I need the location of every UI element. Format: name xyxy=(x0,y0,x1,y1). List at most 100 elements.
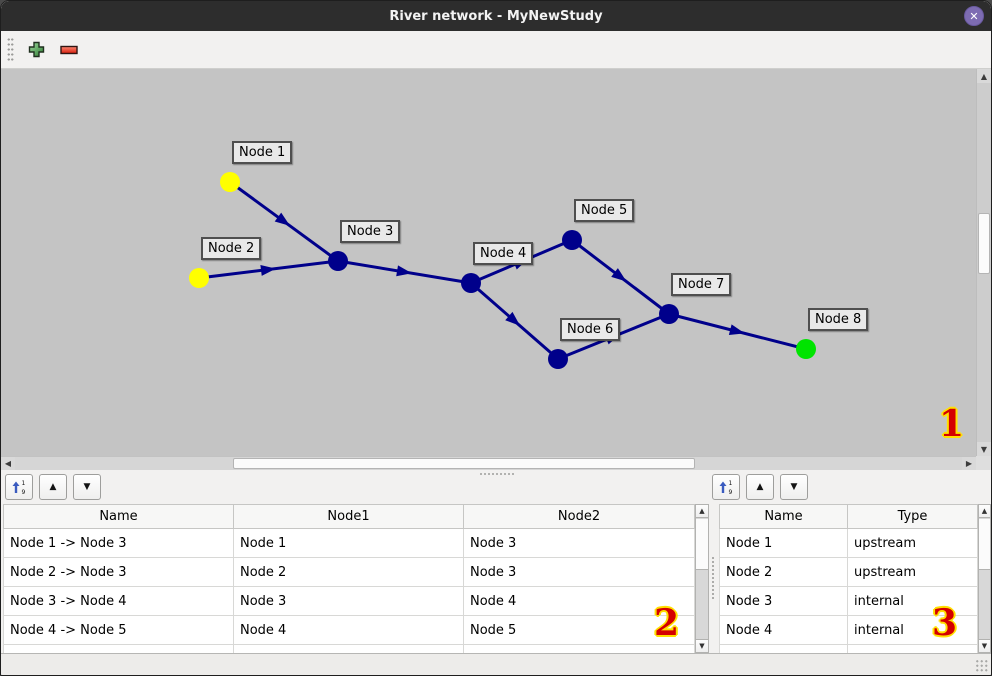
table-cell[interactable]: Node 4 xyxy=(719,615,848,645)
links-table-toolbar: 1 9 ▲ ▼ xyxy=(5,474,101,500)
table-cell[interactable]: Node 1 xyxy=(719,528,848,558)
river-node[interactable] xyxy=(461,273,481,293)
river-node[interactable] xyxy=(659,304,679,324)
scroll-up-arrow-icon[interactable]: ▲ xyxy=(977,69,991,83)
table-row[interactable] xyxy=(3,644,695,653)
annotation-digit-2: 2 xyxy=(654,602,680,644)
column-header[interactable]: Node1 xyxy=(233,504,464,529)
remove-node-button[interactable] xyxy=(56,37,82,63)
column-header[interactable]: Name xyxy=(3,504,234,529)
table-cell[interactable]: Node 3 -> Node 4 xyxy=(3,586,234,616)
river-node[interactable] xyxy=(328,251,348,271)
node-label[interactable]: Node 6 xyxy=(560,318,621,341)
vertical-scrollbar-thumb[interactable] xyxy=(978,213,990,274)
resize-grip[interactable] xyxy=(975,659,988,672)
table-cell[interactable]: Node 2 -> Node 3 xyxy=(3,557,234,587)
canvas-horizontal-scrollbar[interactable]: ◀ ▶ xyxy=(1,456,976,470)
scroll-up-arrow-icon[interactable]: ▲ xyxy=(979,505,990,518)
table-cell[interactable] xyxy=(3,644,234,653)
table-cell[interactable]: Node 3 xyxy=(719,586,848,616)
scrollbar-corner xyxy=(976,456,991,470)
vertical-splitter-handle[interactable] xyxy=(711,556,716,600)
table-cell[interactable] xyxy=(233,644,464,653)
table-cell[interactable] xyxy=(847,644,978,653)
flow-direction-arrow-icon xyxy=(260,264,276,276)
move-node-up-button[interactable]: ▲ xyxy=(746,474,774,500)
table-cell[interactable]: upstream xyxy=(847,557,978,587)
table-cell[interactable]: Node 1 xyxy=(233,528,464,558)
move-node-down-button[interactable]: ▼ xyxy=(780,474,808,500)
network-canvas[interactable]: Node 1 Node 2 Node 3 Node 4 Node 5 Node 6 Node… xyxy=(1,69,976,456)
column-header[interactable]: Name xyxy=(719,504,848,529)
table-cell[interactable]: Node 3 xyxy=(463,528,695,558)
table-row[interactable] xyxy=(719,644,978,653)
table-cell[interactable]: Node 4 xyxy=(463,586,695,616)
table-cell[interactable]: Node 2 xyxy=(719,557,848,587)
column-header[interactable]: Type xyxy=(847,504,978,529)
river-node[interactable] xyxy=(548,349,568,369)
sort-links-button[interactable]: 1 9 xyxy=(5,474,33,500)
table-cell[interactable]: Node 3 xyxy=(233,586,464,616)
table-cell[interactable] xyxy=(463,644,695,653)
horizontal-scrollbar-thumb[interactable] xyxy=(233,458,695,469)
splitter-row: 1 9 ▲ ▼ 1 9 ▲ xyxy=(1,470,991,504)
node-label[interactable]: Node 4 xyxy=(473,242,534,265)
table-cell[interactable]: Node 4 -> Node 5 xyxy=(3,615,234,645)
table-cell[interactable]: Node 5 xyxy=(463,615,695,645)
links-table-scrollbar[interactable]: ▲ ▼ xyxy=(695,504,709,653)
table-cell[interactable]: internal xyxy=(847,615,978,645)
sort-ascending-icon: 1 9 xyxy=(12,480,26,495)
scroll-down-arrow-icon[interactable]: ▼ xyxy=(977,442,991,456)
node-label[interactable]: Node 1 xyxy=(232,141,293,164)
node-label[interactable]: Node 2 xyxy=(201,237,262,260)
scroll-right-arrow-icon[interactable]: ▶ xyxy=(962,457,976,470)
up-triangle-icon: ▲ xyxy=(756,482,764,492)
scroll-down-arrow-icon[interactable]: ▼ xyxy=(979,639,990,652)
table-cell[interactable]: internal xyxy=(847,586,978,616)
title-bar[interactable]: River network - MyNewStudy ✕ xyxy=(1,1,991,31)
move-link-down-button[interactable]: ▼ xyxy=(73,474,101,500)
scroll-down-arrow-icon[interactable]: ▼ xyxy=(696,639,708,652)
node-label[interactable]: Node 7 xyxy=(671,273,732,296)
river-node[interactable] xyxy=(796,339,816,359)
nodes-table-scrollbar[interactable]: ▲ ▼ xyxy=(978,504,991,653)
move-link-up-button[interactable]: ▲ xyxy=(39,474,67,500)
table-cell[interactable]: Node 4 xyxy=(233,615,464,645)
scrollbar-thumb[interactable] xyxy=(696,519,708,570)
minus-icon xyxy=(60,45,78,54)
scroll-up-arrow-icon[interactable]: ▲ xyxy=(696,505,708,518)
column-header[interactable]: Node2 xyxy=(463,504,695,529)
sort-nodes-button[interactable]: 1 9 xyxy=(712,474,740,500)
status-bar xyxy=(1,653,991,675)
add-node-button[interactable] xyxy=(23,37,49,63)
scroll-left-arrow-icon[interactable]: ◀ xyxy=(1,457,15,470)
up-triangle-icon: ▲ xyxy=(49,482,57,492)
close-button[interactable]: ✕ xyxy=(964,6,984,26)
svg-text:9: 9 xyxy=(729,489,733,495)
nodes-table-toolbar: 1 9 ▲ ▼ xyxy=(712,474,808,500)
table-cell[interactable]: Node 1 -> Node 3 xyxy=(3,528,234,558)
canvas-vertical-scrollbar[interactable]: ▲ ▼ xyxy=(976,69,991,456)
table-cell[interactable]: Node 2 xyxy=(233,557,464,587)
river-node[interactable] xyxy=(189,268,209,288)
table-cell[interactable]: upstream xyxy=(847,528,978,558)
node-label[interactable]: Node 3 xyxy=(340,220,401,243)
node-label[interactable]: Node 5 xyxy=(574,199,635,222)
river-node[interactable] xyxy=(562,230,582,250)
table-cell[interactable] xyxy=(719,644,848,653)
river-node[interactable] xyxy=(220,172,240,192)
node-label[interactable]: Node 8 xyxy=(808,308,869,331)
horizontal-splitter-handle[interactable] xyxy=(479,472,515,476)
toolbar-drag-handle[interactable] xyxy=(7,36,14,63)
scrollbar-thumb[interactable] xyxy=(979,519,990,570)
table-cell[interactable]: Node 3 xyxy=(463,557,695,587)
